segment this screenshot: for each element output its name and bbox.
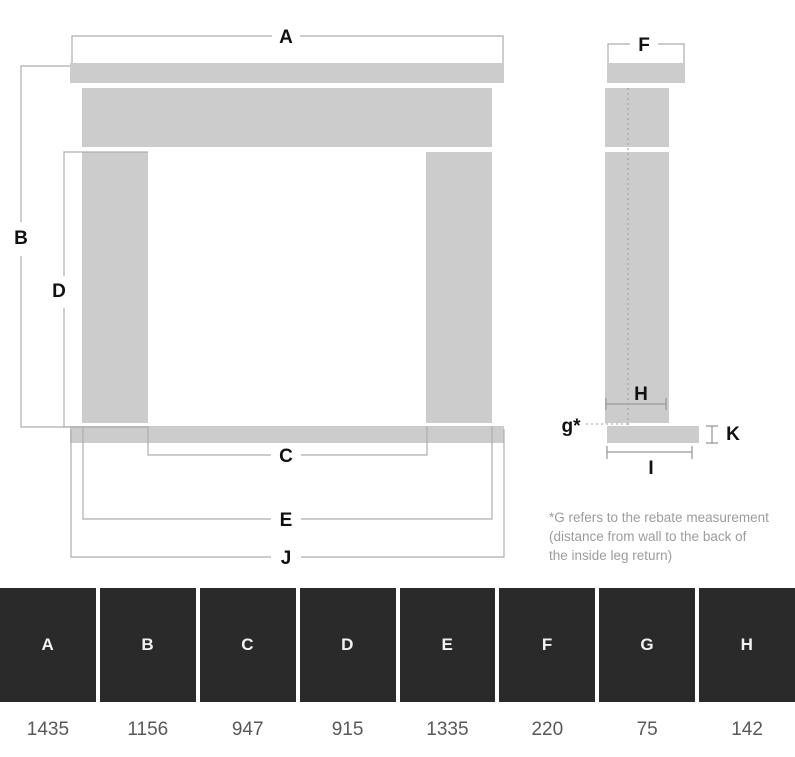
base-hearth-part (70, 426, 504, 443)
spec-table-header-c: C (199, 588, 296, 702)
fireplace-dimension-drawing: A B D C E J (14, 27, 740, 569)
side-mantel-shelf-part (607, 63, 685, 83)
spec-table-header-f: F (499, 588, 596, 702)
side-base-part (607, 426, 699, 443)
spec-table-value-g: 75 (636, 718, 658, 740)
spec-table-value-b: 1156 (127, 718, 169, 740)
spec-table-header-d: D (299, 588, 396, 702)
dimension-e-bracket (82, 426, 493, 520)
spec-table-value-a: 1435 (26, 718, 70, 740)
dimension-j-label: J (281, 548, 292, 569)
dimension-h-label: H (634, 384, 648, 405)
mantel-shelf-part (70, 63, 504, 83)
spec-table-value-c: 947 (231, 718, 264, 740)
front-elevation-parts (70, 63, 504, 443)
dimension-b-bracket (20, 65, 70, 428)
left-leg-part (82, 152, 148, 423)
dimension-c-bracket (147, 426, 428, 456)
dimension-i-bracket (606, 446, 693, 459)
spec-table-header-e: E (399, 588, 496, 702)
dimension-e-label: E (280, 510, 293, 531)
spec-table-header-h: H (699, 588, 795, 702)
dimension-k-bracket (706, 425, 718, 444)
spec-table-value-d: 915 (331, 718, 364, 740)
spec-table-value-f: 220 (531, 718, 564, 740)
dimension-d-label: D (52, 281, 66, 302)
dimension-a-label: A (279, 27, 293, 48)
spec-table-value-h: 142 (731, 718, 763, 740)
dimension-c-label: C (279, 446, 293, 467)
dimension-f-bracket (607, 43, 685, 63)
spec-table-header-a: A (0, 588, 96, 702)
side-leg-column-part (605, 152, 669, 423)
rebate-footnote-text: *G refers to the rebate measurement (dis… (549, 510, 769, 563)
side-profile-parts (605, 63, 699, 443)
dimension-spec-table: A B C D E F G H 1435 1156 947 915 1335 2… (0, 588, 795, 757)
spec-table-header-b: B (99, 588, 196, 702)
dimension-j-bracket (70, 429, 505, 558)
right-leg-part (426, 152, 492, 423)
side-frieze-part (605, 88, 669, 147)
rebate-g-label: g* (562, 416, 582, 437)
dimension-f-label: F (638, 35, 650, 56)
spec-table-value-e: 1335 (426, 718, 469, 740)
dimension-i-label: I (648, 458, 653, 479)
spec-table-header-g: G (599, 588, 696, 702)
dimension-d-bracket (63, 151, 148, 428)
dimension-k-label: K (726, 424, 740, 445)
spec-table-value-row: 1435 1156 947 915 1335 220 75 142 (0, 702, 795, 757)
dimension-h-bracket (605, 398, 667, 410)
frieze-panel-part (82, 88, 492, 147)
dimension-a-bracket (71, 35, 504, 63)
spec-table-header-row: A B C D E F G H (0, 588, 795, 702)
dimension-b-label: B (14, 228, 28, 249)
